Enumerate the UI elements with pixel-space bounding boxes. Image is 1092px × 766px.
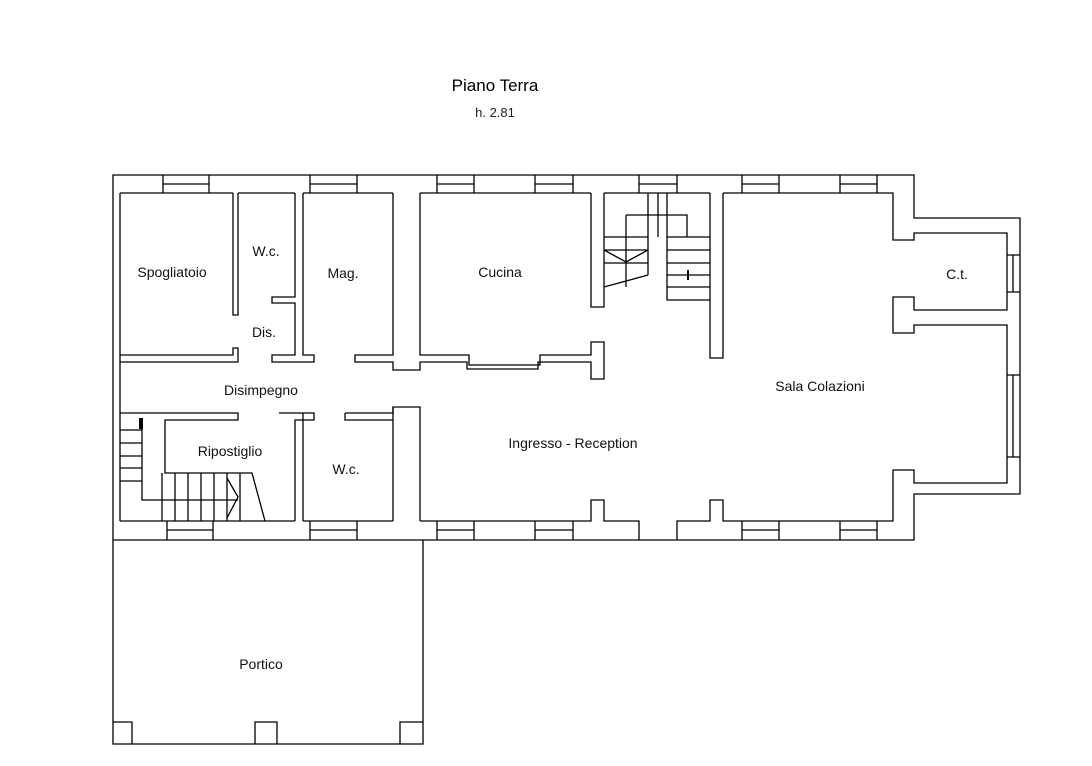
wc-top-wall bbox=[271, 193, 315, 363]
portico-outline bbox=[112, 540, 424, 745]
room-label-spogliatoio: Spogliatoio bbox=[137, 264, 207, 280]
room-label-mag: Mag. bbox=[327, 265, 359, 281]
inner-wall-top bbox=[120, 192, 1008, 540]
staircase-left bbox=[120, 420, 241, 521]
room-label-ingresso: Ingresso - Reception bbox=[508, 435, 638, 451]
room-label-ripostiglio: Ripostiglio bbox=[197, 443, 263, 459]
cucina-wall bbox=[590, 193, 605, 308]
inner-wall-bottom bbox=[120, 406, 640, 540]
room-label-wc-top: W.c. bbox=[252, 243, 280, 259]
room-label-wc-bottom: W.c. bbox=[332, 461, 360, 477]
room-label-portico: Portico bbox=[239, 656, 283, 672]
room-label-sala-colazioni: Sala Colazioni bbox=[775, 378, 865, 394]
ceiling-height: h. 2.81 bbox=[475, 105, 515, 120]
spogliatoio-wall bbox=[120, 193, 239, 363]
mag-wall bbox=[354, 193, 605, 380]
stair-arrow-icon bbox=[687, 270, 689, 280]
room-label-disimpegno: Disimpegno bbox=[224, 382, 298, 398]
room-label-dis: Dis. bbox=[251, 324, 277, 340]
room-label-ct: C.t. bbox=[946, 266, 968, 282]
plan-title: Piano Terra bbox=[451, 76, 539, 95]
stair-wall bbox=[709, 193, 724, 359]
outer-wall bbox=[112, 174, 1021, 541]
staircase-center bbox=[603, 193, 710, 301]
disimpegno-wall bbox=[120, 407, 394, 522]
room-label-cucina: Cucina bbox=[478, 264, 522, 280]
stair-arrow-icon bbox=[139, 418, 143, 429]
windows bbox=[162, 175, 1020, 540]
